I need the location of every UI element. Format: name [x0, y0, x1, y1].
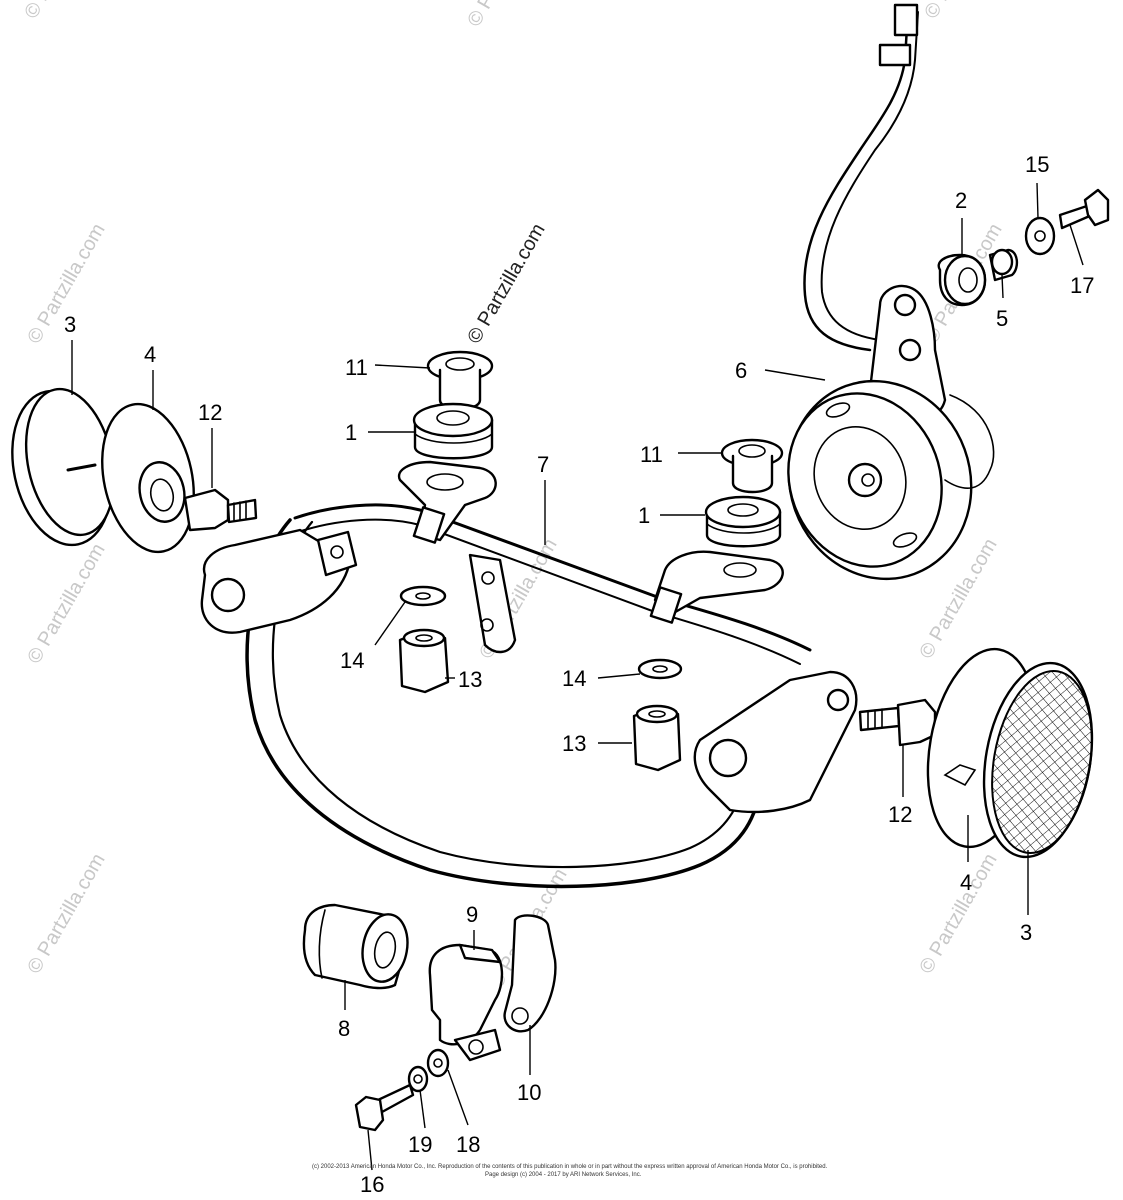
part-14-washer-right — [637, 658, 683, 680]
part-4-housing-left — [101, 402, 195, 554]
callout-10: 10 — [517, 1080, 541, 1105]
part-17-bolt — [1058, 188, 1110, 230]
part-3-reflector-left — [11, 387, 116, 547]
callout-2: 2 — [955, 188, 967, 213]
callout-19: 19 — [408, 1132, 432, 1157]
watermark-bottom-right: © Partzilla.com — [915, 850, 1001, 978]
watermark-top-center: © Partzilla.com — [463, 0, 549, 31]
part-16-bolt — [354, 1083, 415, 1132]
part-11-collar-right — [720, 438, 784, 494]
part-2-grommet — [937, 253, 987, 307]
callout-11-left: 11 — [345, 355, 368, 380]
callout-13-left: 13 — [458, 667, 482, 692]
callout-5: 5 — [996, 306, 1008, 331]
right-plate-hole — [708, 738, 748, 778]
part-13-nut-left — [398, 628, 450, 694]
callout-7: 7 — [537, 452, 549, 477]
part-14-washer-left — [399, 585, 447, 607]
callout-3-right: 3 — [1020, 920, 1032, 945]
callout-16: 16 — [360, 1172, 384, 1197]
footer-copyright-line1: (c) 2002-2013 American Honda Motor Co., … — [312, 1164, 828, 1170]
callout-12-left: 12 — [198, 400, 222, 425]
watermark-bottom-left: © Partzilla.com — [23, 850, 109, 978]
callout-4-left: 4 — [144, 342, 156, 367]
footer-copyright-line2: Page design (c) 2004 - 2017 by ARI Netwo… — [485, 1172, 642, 1178]
callout-4-right: 4 — [960, 870, 972, 895]
leader-lines — [71, 182, 1084, 1171]
part-13-nut-right — [632, 704, 682, 772]
part-15-washer — [1024, 216, 1056, 256]
callout-11-right: 11 — [640, 442, 663, 467]
horn-assembly — [787, 3, 995, 581]
watermark-main: © Partzilla.com — [463, 220, 549, 348]
callout-1-left: 1 — [345, 420, 357, 445]
part-3-reflector-right — [982, 661, 1094, 859]
callout-6: 6 — [735, 358, 747, 383]
callout-13-right: 13 — [562, 731, 586, 756]
watermark-center-left: © Partzilla.com — [23, 540, 109, 668]
part-18-washer — [426, 1048, 450, 1078]
callout-18: 18 — [456, 1132, 480, 1157]
right-plate-hole-2 — [826, 688, 850, 712]
part-12-stud-left — [183, 488, 258, 532]
callout-9: 9 — [466, 902, 478, 927]
left-plate-hole — [210, 577, 246, 613]
callout-labels: 3 4 12 11 1 7 11 1 14 13 14 13 6 2 15 5 … — [64, 152, 1094, 1197]
part-9-clamp — [428, 943, 504, 1062]
part-19-lock-washer — [407, 1065, 429, 1093]
horn-center — [847, 462, 883, 498]
part-8-bushing — [302, 903, 409, 990]
callout-15: 15 — [1025, 152, 1049, 177]
part-10-clip — [503, 914, 557, 1033]
callout-14-right: 14 — [562, 666, 586, 691]
callout-1-right: 1 — [638, 503, 650, 528]
callout-3-left: 3 — [64, 312, 76, 337]
part-1-cushion-right — [704, 495, 782, 548]
part-5-collar — [988, 248, 1019, 282]
callout-8: 8 — [338, 1016, 350, 1041]
part-1-cushion-left — [412, 402, 494, 460]
watermark-top-left: © Partzilla.com — [20, 0, 106, 23]
bracket-frame — [200, 460, 858, 889]
callout-12-right: 12 — [888, 802, 912, 827]
callout-17: 17 — [1070, 273, 1094, 298]
watermark-top-right: © Partzilla.com — [920, 0, 1006, 23]
part-12-stud-right — [858, 698, 937, 747]
part-11-collar-left — [426, 350, 494, 411]
callout-14-left: 14 — [340, 648, 364, 673]
